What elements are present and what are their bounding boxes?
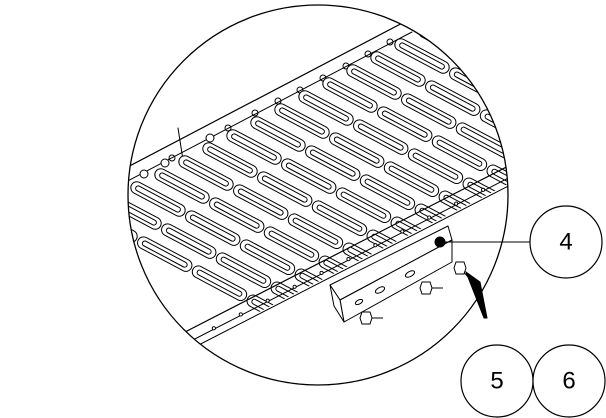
- slot: [305, 145, 361, 181]
- slot: [370, 51, 426, 87]
- slot: [239, 239, 296, 275]
- rail-hole: [346, 257, 351, 262]
- callout-6: 6: [532, 344, 606, 418]
- slot: [486, 164, 508, 201]
- slot: [335, 187, 392, 223]
- rail-hole: [292, 284, 297, 289]
- slot: [130, 181, 186, 217]
- slot: [322, 77, 378, 113]
- slot: [161, 223, 217, 259]
- slot: [425, 80, 481, 116]
- slot: [346, 64, 402, 100]
- rail-hole: [238, 312, 243, 317]
- callout-label: 4: [559, 228, 572, 255]
- slot: [250, 116, 306, 152]
- slot: [533, 137, 592, 176]
- slot: [137, 236, 193, 272]
- slot: [550, 69, 606, 108]
- rail-hole: [427, 215, 432, 220]
- rail-hole: [157, 353, 163, 359]
- slot: [281, 158, 337, 194]
- detail-circle: [127, 4, 509, 386]
- slot: [442, 12, 498, 48]
- rail-hole: [507, 173, 508, 179]
- slot: [581, 111, 606, 150]
- slot: [128, 194, 162, 230]
- slot: [503, 96, 508, 132]
- rail-hole: [319, 270, 324, 275]
- slot: [154, 168, 210, 204]
- slot: [226, 129, 282, 165]
- rail-hole: [481, 187, 486, 192]
- slot: [209, 197, 265, 233]
- slot: [274, 103, 330, 139]
- slot: [311, 200, 368, 236]
- rail-hole: [211, 326, 216, 331]
- rail-hole: [373, 243, 378, 248]
- slot: [191, 265, 248, 301]
- slot: [377, 106, 433, 142]
- slot: [185, 210, 241, 246]
- slot: [178, 155, 234, 191]
- slot: [359, 174, 416, 210]
- slot: [383, 161, 440, 197]
- slot: [394, 38, 450, 74]
- rail-hole: [400, 229, 405, 234]
- slot: [473, 54, 508, 90]
- slot: [329, 132, 385, 168]
- slot: [557, 124, 606, 163]
- rail-hole: [265, 298, 270, 303]
- rail-hole: [454, 201, 459, 206]
- mounting-bolts: [359, 236, 476, 325]
- rail-bolts: [139, 38, 394, 179]
- slot: [588, 166, 606, 205]
- leader-lines: [443, 241, 530, 319]
- callout-5: 5: [460, 344, 534, 418]
- detail-view: [128, 5, 606, 385]
- leader-arrow-5: [464, 270, 488, 319]
- rail-hole: [184, 340, 189, 345]
- mounting-bracket: [329, 225, 453, 323]
- slot: [407, 148, 464, 184]
- slot: [401, 93, 457, 129]
- slot: [431, 135, 488, 171]
- bolt-icon: [419, 281, 443, 295]
- callout-label: 5: [490, 367, 503, 394]
- slot: [263, 226, 320, 262]
- slot: [298, 90, 354, 126]
- slot: [287, 213, 344, 249]
- slot: [215, 252, 272, 288]
- slot: [509, 150, 568, 189]
- callout-4: 4: [529, 205, 603, 279]
- slot: [202, 142, 258, 178]
- callout-label: 6: [562, 367, 575, 394]
- bolt-icon: [359, 311, 383, 325]
- slot: [257, 171, 313, 207]
- slot: [497, 41, 508, 77]
- slot: [353, 119, 409, 155]
- slot: [233, 184, 289, 220]
- slot: [526, 82, 585, 121]
